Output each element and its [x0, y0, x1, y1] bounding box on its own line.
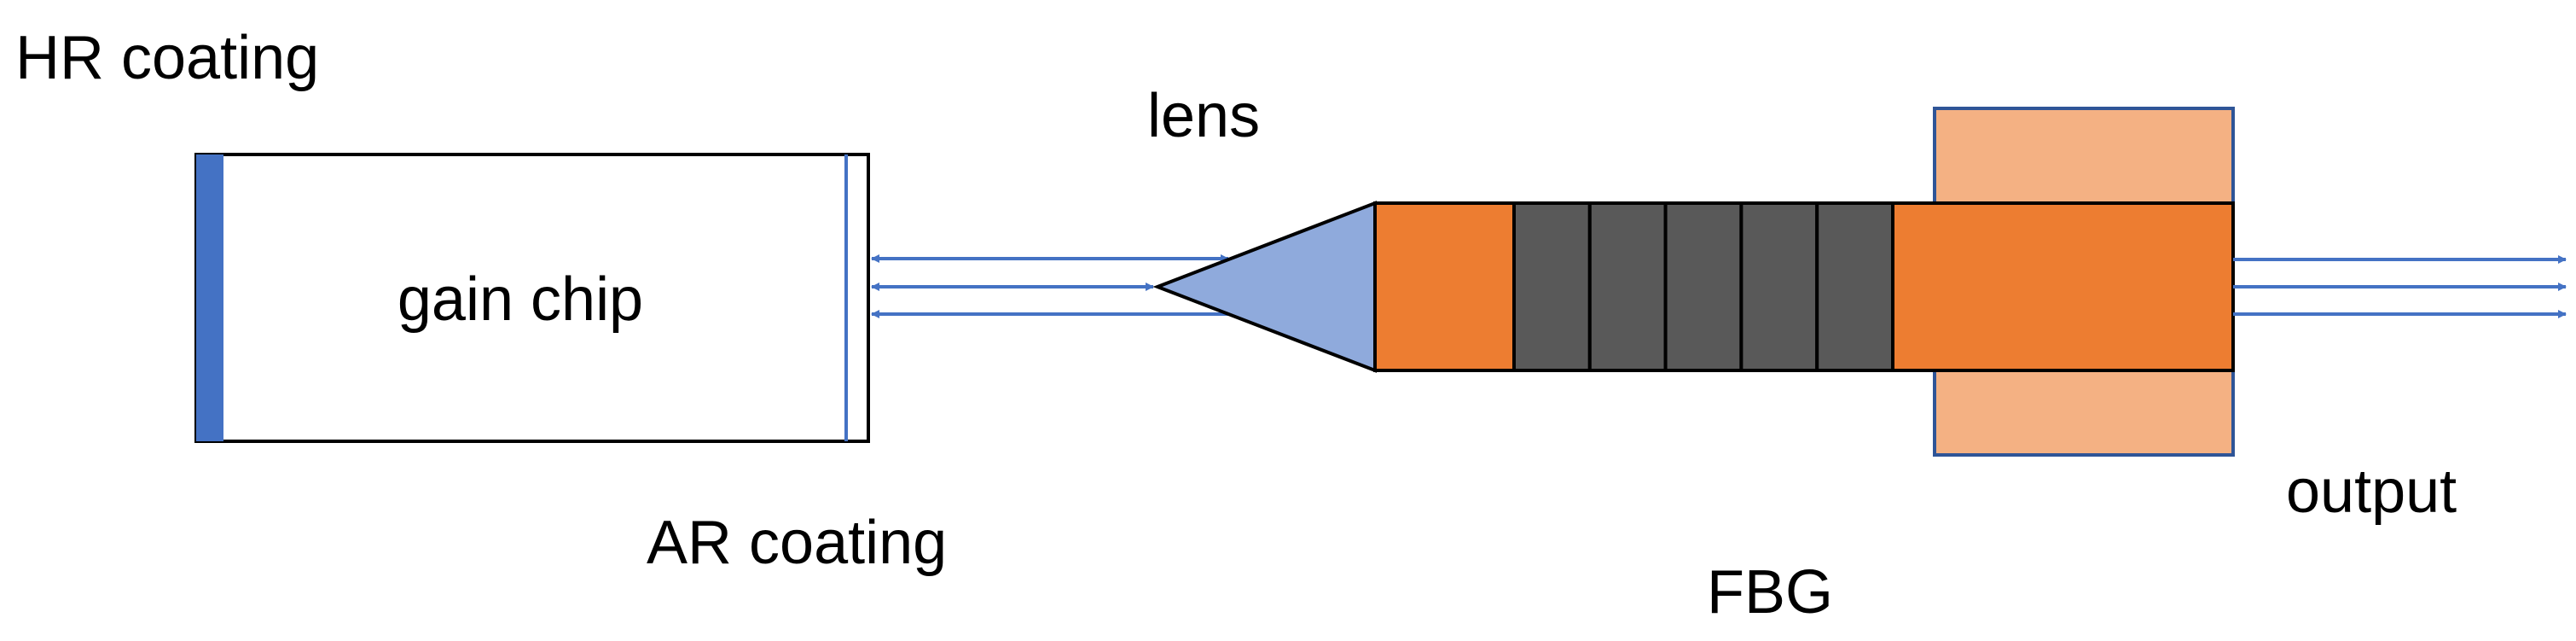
- grating-segment: [1587, 201, 1668, 372]
- ar-coating-label: AR coating: [647, 509, 947, 577]
- grating-segment: [1815, 201, 1894, 372]
- fbg-label: FBG: [1707, 558, 1833, 626]
- lens-label: lens: [1147, 82, 1260, 150]
- hr-coating-layer: [196, 154, 223, 441]
- grating-segment: [1739, 201, 1819, 372]
- fbg-fiber: [1373, 201, 2235, 372]
- output-label: output: [2286, 457, 2457, 526]
- grating-segment: [1512, 201, 1592, 372]
- grating-segment: [1663, 201, 1743, 372]
- hr-coating-label: HR coating: [15, 24, 319, 92]
- output-beams: [2233, 255, 2567, 318]
- gain-chip-label: gain chip: [397, 265, 643, 334]
- fiber-bragg-grating: [1512, 201, 1894, 372]
- lens-element: [1152, 201, 1377, 373]
- cavity-beams: [871, 254, 1229, 318]
- gain-chip-body: [194, 153, 870, 443]
- gain-chip: gain chip: [194, 153, 870, 443]
